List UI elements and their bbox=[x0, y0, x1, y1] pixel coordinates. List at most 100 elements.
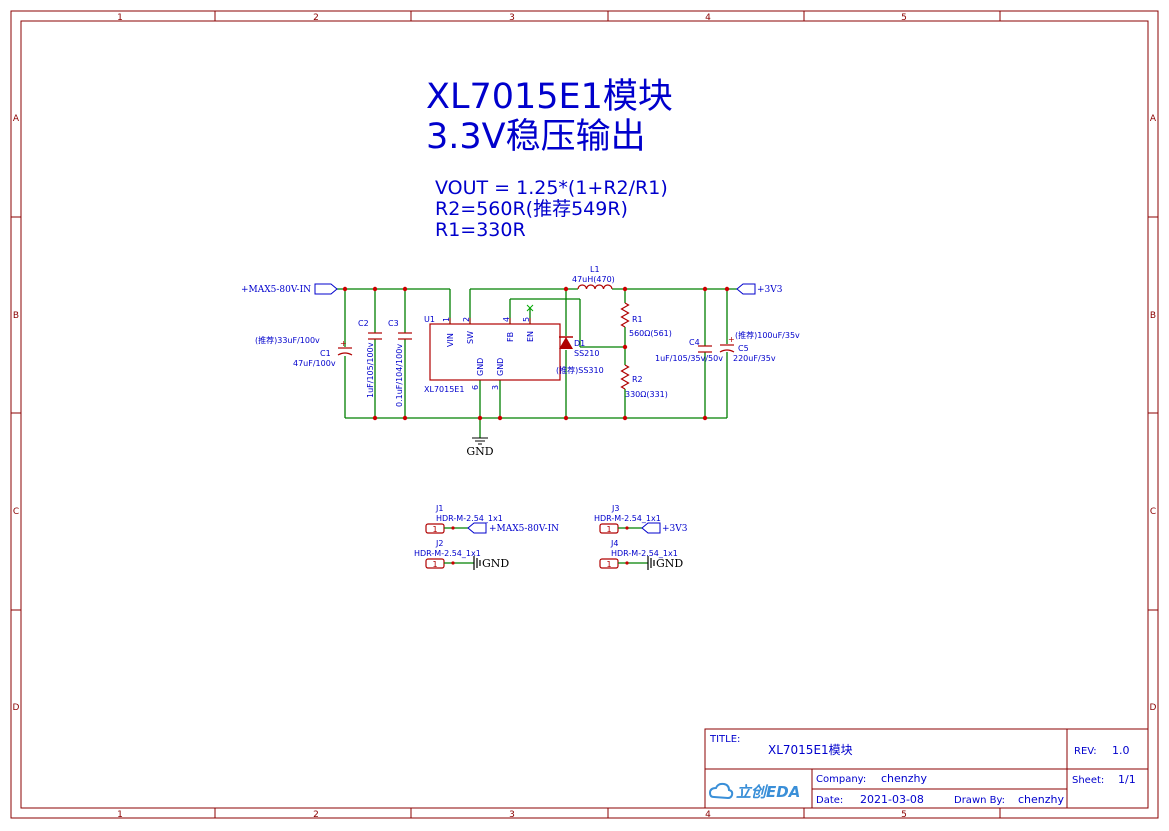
date-value: 2021-03-08 bbox=[860, 793, 924, 806]
u1-pin3-name: GND bbox=[496, 358, 505, 376]
column-label: 1 bbox=[117, 13, 123, 23]
capacitor-c4[interactable] bbox=[698, 345, 712, 353]
logo-text: 立创EDA bbox=[736, 783, 800, 801]
j2-pin: 1 bbox=[432, 560, 437, 569]
d1-ref: D1 bbox=[574, 339, 585, 348]
heading: XL7015E1模块 3.3V稳压输出 VOUT = 1.25*(1+R2/R1… bbox=[426, 77, 673, 241]
j4-net: GND bbox=[656, 557, 683, 570]
frame-labels: 1 2 3 4 5 1 2 3 4 5 A B C D A B C D bbox=[13, 13, 1157, 820]
u1-pin5-num: 5 bbox=[522, 317, 531, 322]
j1-pin: 1 bbox=[432, 525, 437, 534]
company-value: chenzhy bbox=[881, 772, 928, 785]
r1-ref: R1 bbox=[632, 315, 643, 324]
date-label: Date: bbox=[816, 795, 843, 806]
c3-ref: C3 bbox=[388, 319, 399, 328]
c5-plus: + bbox=[728, 335, 735, 344]
c3-value: 0.1uF/104/100v bbox=[395, 344, 404, 407]
cloud-icon bbox=[708, 782, 734, 800]
capacitor-c5[interactable] bbox=[719, 344, 735, 353]
column-label: 4 bbox=[705, 810, 711, 820]
heading-line-1: XL7015E1模块 bbox=[426, 77, 673, 117]
j1-ref: J1 bbox=[435, 504, 443, 513]
u1-part: XL7015E1 bbox=[424, 385, 464, 394]
lceda-logo: 立创EDA bbox=[708, 782, 800, 801]
heading-line-2: 3.3V稳压输出 bbox=[426, 117, 646, 157]
connector-j4[interactable] bbox=[599, 556, 655, 570]
ic-u1[interactable] bbox=[429, 318, 561, 381]
d1-value: SS210 bbox=[574, 349, 599, 358]
drawn-by-label: Drawn By: bbox=[954, 795, 1005, 806]
c4-ref: C4 bbox=[689, 338, 700, 347]
column-label: 3 bbox=[509, 13, 515, 23]
connector-j3[interactable] bbox=[599, 522, 661, 534]
rev-label: REV: bbox=[1074, 746, 1097, 757]
capacitor-c2[interactable] bbox=[368, 332, 382, 340]
title-value: XL7015E1模块 bbox=[768, 743, 853, 757]
j1-net: +MAX5-80V-IN bbox=[489, 524, 559, 534]
row-label: A bbox=[13, 114, 20, 124]
c1-ref: C1 bbox=[320, 349, 331, 358]
net-flag-3v3[interactable]: +3V3 bbox=[736, 283, 783, 295]
net-flag-vin[interactable]: +MAX5-80V-IN bbox=[241, 283, 338, 295]
u1-pin4-name: FB bbox=[506, 332, 515, 342]
j2-part: HDR-M-2.54_1x1 bbox=[414, 549, 481, 558]
gnd-symbol bbox=[472, 437, 488, 445]
u1-pin5-name: EN bbox=[526, 331, 535, 342]
row-label: C bbox=[1150, 507, 1156, 517]
c5-value: 220uF/35v bbox=[733, 354, 776, 363]
j4-pin: 1 bbox=[606, 560, 611, 569]
net-label-vin: +MAX5-80V-IN bbox=[241, 285, 311, 295]
c1-plus: + bbox=[340, 339, 347, 348]
c5-note: (推荐)100uF/35v bbox=[735, 330, 800, 340]
l1-ref: L1 bbox=[590, 265, 600, 274]
j2-ref: J2 bbox=[435, 539, 443, 548]
column-label: 4 bbox=[705, 13, 711, 23]
j4-part: HDR-M-2.54_1x1 bbox=[611, 549, 678, 558]
column-label: 3 bbox=[509, 810, 515, 820]
diode-d1[interactable] bbox=[559, 336, 573, 349]
j1-part: HDR-M-2.54_1x1 bbox=[436, 514, 503, 523]
formula-vout: VOUT = 1.25*(1+R2/R1) bbox=[435, 177, 668, 199]
j3-net: +3V3 bbox=[662, 524, 688, 534]
capacitor-c3[interactable] bbox=[398, 332, 412, 340]
row-label: D bbox=[1150, 703, 1157, 713]
row-label: B bbox=[13, 311, 19, 321]
wires bbox=[337, 288, 737, 438]
u1-ref: U1 bbox=[424, 315, 435, 324]
resistor-r2[interactable] bbox=[620, 364, 630, 390]
en-no-connect-icon bbox=[526, 304, 534, 312]
formula-r2: R2=560R(推荐549R) bbox=[435, 198, 628, 220]
u1-pin3-num: 3 bbox=[491, 385, 500, 390]
u1-pin6-num: 6 bbox=[471, 385, 480, 390]
net-label-3v3: +3V3 bbox=[757, 285, 783, 295]
c2-value: 1uF/105/100v bbox=[366, 342, 375, 398]
connector-j2[interactable] bbox=[425, 556, 481, 570]
column-label: 5 bbox=[901, 810, 907, 820]
l1-value: 47uH(470) bbox=[572, 275, 615, 284]
title-label: TITLE: bbox=[709, 734, 740, 745]
c1-value: 47uF/100v bbox=[293, 359, 336, 368]
connector-j1[interactable] bbox=[425, 522, 487, 534]
column-label: 2 bbox=[313, 810, 319, 820]
sheet-frame bbox=[10, 10, 1159, 819]
inductor-l1[interactable] bbox=[577, 284, 613, 290]
c4-value: 1uF/105/35v/50v bbox=[655, 354, 723, 363]
j4-ref: J4 bbox=[610, 539, 618, 548]
u1-pin2-name: SW bbox=[466, 331, 475, 344]
d1-note: (推荐)SS310 bbox=[556, 365, 604, 375]
drawn-by-value: chenzhy bbox=[1018, 793, 1065, 806]
gnd-label: GND bbox=[466, 445, 493, 458]
column-label: 5 bbox=[901, 13, 907, 23]
resistor-r1[interactable] bbox=[620, 302, 630, 328]
row-label: D bbox=[13, 703, 20, 713]
u1-pin2-num: 2 bbox=[462, 317, 471, 322]
capacitor-c1[interactable] bbox=[337, 347, 353, 356]
j3-part: HDR-M-2.54_1x1 bbox=[594, 514, 661, 523]
r2-ref: R2 bbox=[632, 375, 643, 384]
title-block bbox=[704, 728, 1149, 809]
row-label: A bbox=[1150, 114, 1157, 124]
junctions bbox=[342, 286, 730, 421]
sheet-label: Sheet: bbox=[1072, 775, 1104, 786]
column-label: 1 bbox=[117, 810, 123, 820]
